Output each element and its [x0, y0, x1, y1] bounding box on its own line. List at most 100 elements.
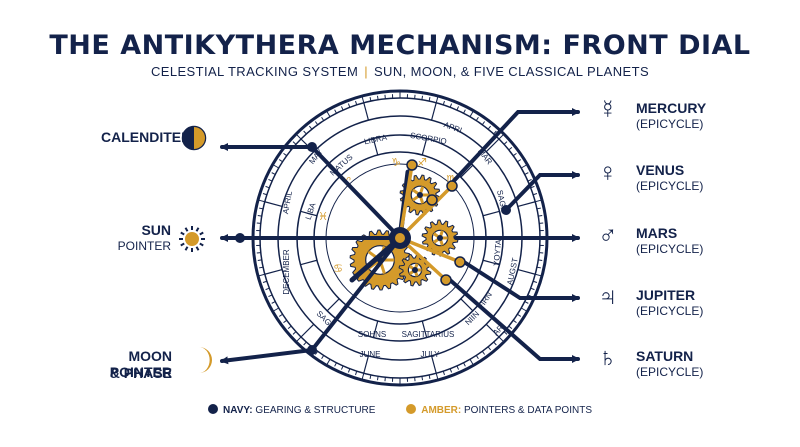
zodiac-divider — [482, 210, 500, 217]
tick-mark — [435, 373, 439, 381]
legend-key: NAVY: — [223, 405, 253, 416]
month-divider — [300, 323, 315, 338]
tick-mark — [326, 110, 331, 118]
tick-mark — [456, 106, 460, 111]
subtitle-left: CELESTIAL TRACKING SYSTEM — [150, 64, 359, 79]
tick-mark — [303, 130, 307, 135]
tick-mark — [257, 273, 265, 277]
tick-mark — [428, 97, 431, 102]
month-label: SAGI — [495, 189, 508, 210]
amber-dot-icon — [406, 404, 417, 414]
month-label: JUNE — [360, 350, 381, 359]
tick-mark — [475, 116, 479, 121]
tick-mark — [303, 341, 307, 346]
tick-mark — [292, 141, 297, 145]
zodiac-label: NIIN — [463, 309, 481, 327]
zodiac-divider — [482, 259, 500, 266]
tick-mark — [295, 133, 302, 140]
small-gear-right — [421, 219, 459, 257]
saturn-pointer — [448, 278, 580, 363]
mercury-icon: ☿ — [598, 94, 618, 124]
tick-mark — [272, 307, 280, 312]
zodiac-divider — [372, 320, 379, 338]
sun-label: SUN — [141, 222, 171, 238]
venus-icon: ♀ — [598, 157, 618, 187]
tick-mark — [295, 336, 302, 343]
tick-mark — [535, 199, 543, 203]
tick-mark — [520, 164, 528, 169]
tick-mark — [268, 178, 273, 182]
tick-mark — [508, 325, 513, 330]
navy-dot-icon — [208, 404, 218, 414]
tick-mark — [530, 185, 535, 189]
month-label: JULY — [421, 350, 441, 359]
sun-ray — [199, 231, 204, 236]
page-subtitle: CELESTIAL TRACKING SYSTEM|SUN, MOON, & F… — [0, 64, 800, 79]
mars-icon: ♂ — [598, 220, 618, 250]
tick-mark — [262, 280, 268, 283]
tick-mark — [508, 146, 513, 151]
tick-mark — [517, 313, 522, 317]
tick-mark — [376, 376, 379, 381]
tick-mark — [340, 106, 344, 111]
month-divider — [430, 355, 437, 374]
zodiac-divider — [300, 210, 318, 217]
tick-mark — [469, 110, 474, 118]
month-label: APRI — [443, 120, 464, 135]
zodiac-glyph: ♐ — [417, 156, 427, 169]
venus-sub-label: (EPICYCLE) — [636, 179, 704, 193]
sun-ray — [195, 227, 200, 232]
tick-mark — [361, 95, 365, 103]
tick-mark — [278, 159, 283, 163]
month-divider — [485, 138, 500, 153]
dial-ticks — [253, 91, 547, 385]
tick-mark — [442, 370, 445, 376]
tick-mark — [272, 164, 280, 169]
gear-axle — [417, 192, 423, 198]
saturn-icon: ♄ — [598, 342, 618, 372]
tick-mark — [278, 313, 283, 317]
tick-mark — [347, 103, 351, 108]
legend-item-navy: NAVY: GEARING & STRUCTURE — [208, 404, 375, 416]
saturn-sub-label: (EPICYCLE) — [636, 365, 704, 379]
tick-mark — [463, 362, 466, 367]
sun-core — [185, 232, 199, 246]
zodiac-glyph: ♍ — [446, 173, 456, 186]
tick-mark — [283, 319, 288, 324]
saturn-label: SATURN — [636, 348, 694, 364]
tick-mark — [530, 287, 535, 291]
tick-mark — [493, 130, 497, 135]
month-divider — [485, 323, 500, 338]
tick-mark — [527, 178, 532, 182]
sun-icon — [179, 226, 205, 252]
tick-mark — [355, 100, 358, 106]
jupiter-label: JUPITER — [636, 287, 696, 303]
tick-mark — [493, 341, 497, 346]
sun-ray — [180, 242, 185, 247]
calenditer-label: CALENDITER — [101, 129, 192, 145]
month-label: YOYTA — [492, 239, 503, 267]
right-pointers — [448, 108, 580, 363]
tick-mark — [481, 350, 486, 355]
month-divider — [517, 201, 536, 208]
tick-mark — [512, 152, 517, 157]
zodiac-label: SAGITTARIUS — [402, 330, 455, 339]
jupiter-pointer — [462, 260, 580, 302]
tick-mark — [257, 199, 265, 203]
zodiac-divider — [421, 138, 428, 156]
tick-mark — [334, 109, 337, 114]
tick-mark — [512, 319, 517, 324]
month-label: DECEMBER — [282, 249, 291, 295]
tick-mark — [538, 214, 543, 217]
tick-mark — [449, 103, 453, 108]
month-divider — [264, 201, 283, 208]
venus-pointer — [504, 171, 580, 212]
tick-mark — [287, 325, 292, 330]
tick-mark — [469, 358, 474, 366]
legend-key: AMBER: — [421, 405, 462, 416]
tick-mark — [321, 355, 325, 360]
tick-mark — [314, 350, 319, 355]
tick-mark — [369, 97, 372, 102]
amber-data-points — [406, 159, 466, 286]
tick-mark — [259, 207, 264, 210]
